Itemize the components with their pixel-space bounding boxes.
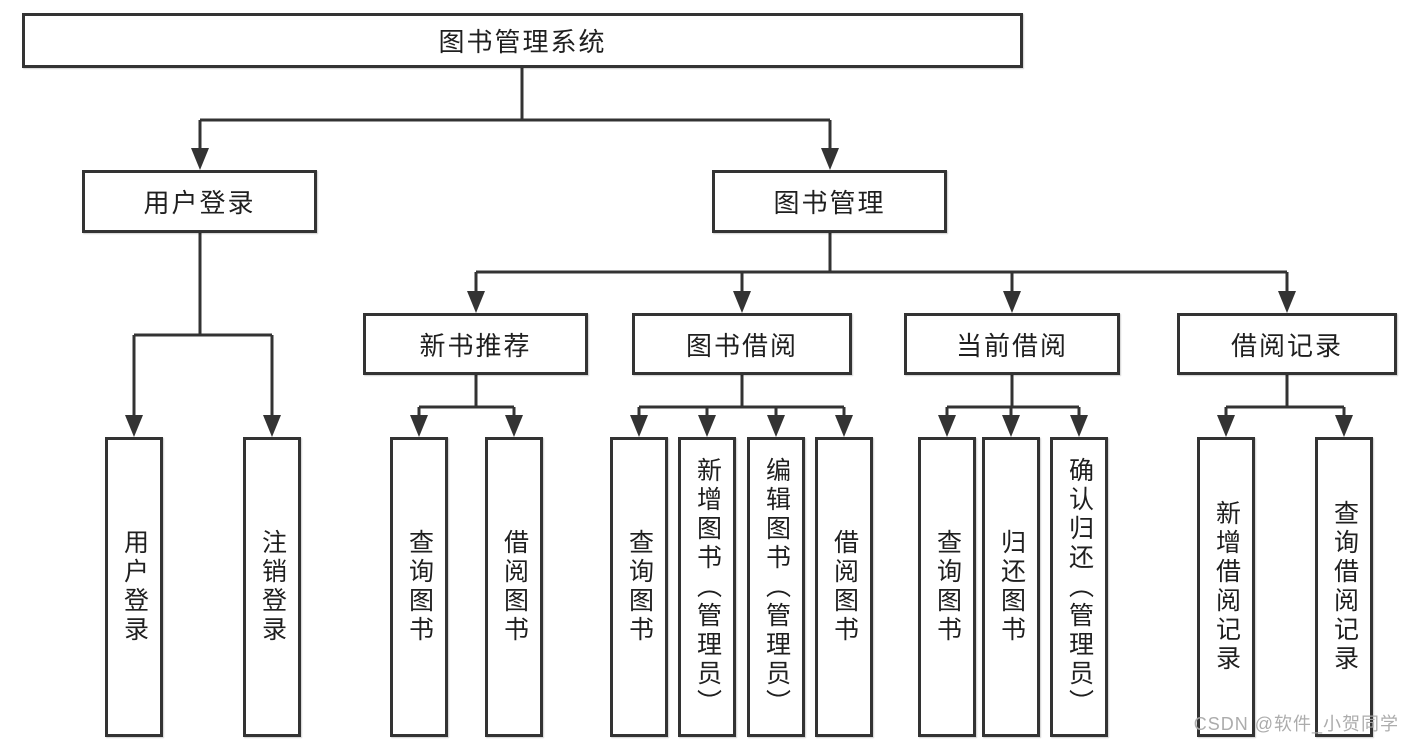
leaf-add-borrow-record: 新增借阅记录	[1197, 437, 1255, 737]
leaf-borrow-books-2: 借阅图书	[815, 437, 873, 737]
leaf-query-books-3-label: 查询图书	[933, 529, 962, 645]
leaf-query-books-3: 查询图书	[918, 437, 976, 737]
node-book-borrowing: 图书借阅	[632, 313, 852, 375]
node-book-borrowing-label: 图书借阅	[685, 330, 798, 361]
csdn-watermark: CSDN @软件_小贺同学	[1193, 714, 1399, 734]
leaf-return-book-label: 归还图书	[997, 529, 1026, 645]
node-user-login-label: 用户登录	[143, 188, 256, 218]
leaf-query-books-2: 查询图书	[610, 437, 668, 737]
node-new-book-recommendation: 新书推荐	[363, 313, 588, 375]
leaf-user-login: 用户登录	[105, 437, 163, 737]
leaf-borrow-books-1-label: 借阅图书	[500, 529, 529, 645]
node-current-borrowing-label: 当前借阅	[955, 330, 1068, 361]
node-current-borrowing: 当前借阅	[904, 313, 1120, 375]
leaf-edit-book-admin-label: 编辑图书（管理员）	[762, 456, 791, 718]
node-book-management-label: 图书管理	[773, 188, 886, 218]
leaf-user-login-label: 用户登录	[120, 529, 149, 645]
leaf-query-books-2-label: 查询图书	[625, 529, 654, 645]
leaf-confirm-return-admin-label: 确认归还（管理员）	[1065, 456, 1094, 718]
leaf-edit-book-admin: 编辑图书（管理员）	[747, 437, 805, 737]
node-book-management: 图书管理	[712, 170, 947, 233]
leaf-add-book-admin-label: 新增图书（管理员）	[693, 456, 722, 718]
node-library-system-label: 图书管理系统	[438, 27, 607, 57]
leaf-add-borrow-record-label: 新增借阅记录	[1212, 500, 1241, 674]
node-borrowing-records-label: 借阅记录	[1230, 330, 1343, 361]
node-borrowing-records: 借阅记录	[1177, 313, 1397, 375]
leaf-query-books-1: 查询图书	[390, 437, 448, 737]
leaf-borrow-books-1: 借阅图书	[485, 437, 543, 737]
leaf-confirm-return-admin: 确认归还（管理员）	[1050, 437, 1108, 737]
node-user-login: 用户登录	[82, 170, 317, 233]
leaf-return-book: 归还图书	[982, 437, 1040, 737]
leaf-logout: 注销登录	[243, 437, 301, 737]
leaf-query-borrow-record: 查询借阅记录	[1315, 437, 1373, 737]
leaf-query-books-1-label: 查询图书	[405, 529, 434, 645]
leaf-add-book-admin: 新增图书（管理员）	[678, 437, 736, 737]
leaf-logout-label: 注销登录	[258, 529, 287, 645]
leaf-query-borrow-record-label: 查询借阅记录	[1330, 500, 1359, 674]
node-new-book-recommendation-label: 新书推荐	[419, 330, 532, 361]
node-library-system: 图书管理系统	[22, 13, 1023, 68]
leaf-borrow-books-2-label: 借阅图书	[830, 529, 859, 645]
